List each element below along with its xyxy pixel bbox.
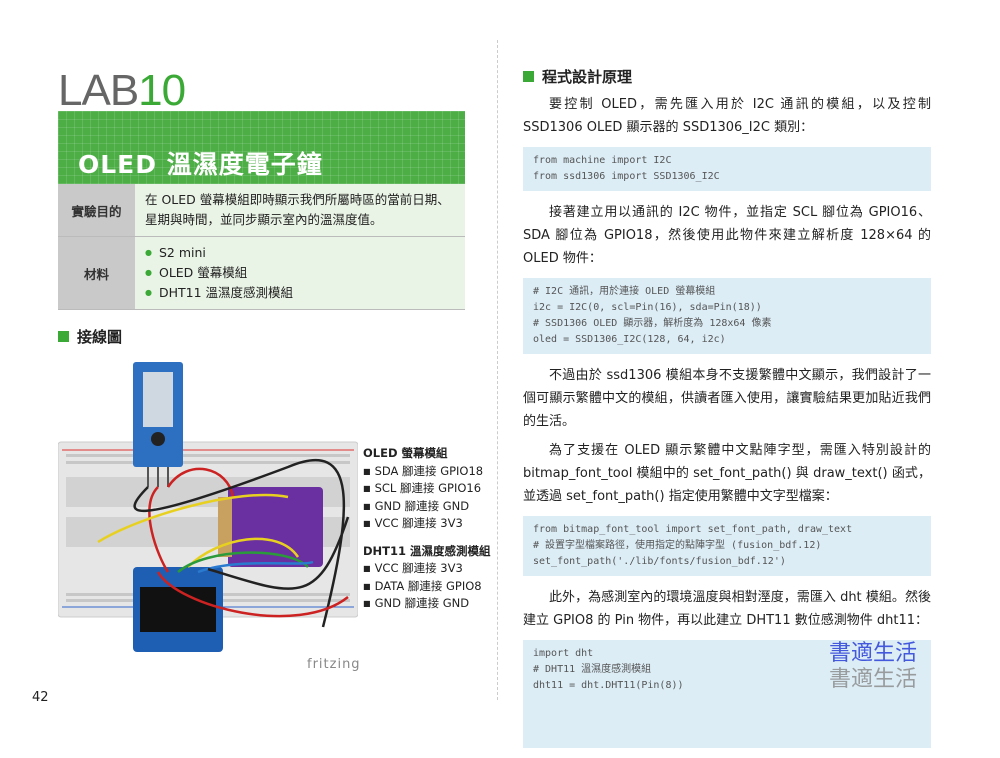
material-item: S2 mini [145, 243, 455, 263]
code-text: import dht # DHT11 溫濕度感測模組 dht11 = dht.D… [533, 648, 684, 691]
code-block: from bitmap_font_tool import set_font_pa… [523, 516, 931, 576]
watermark-gray: 書適生活 [828, 667, 917, 692]
watermark-blue: 書適生活 [828, 641, 917, 666]
code-text: from bitmap_font_tool import set_font_pa… [533, 524, 853, 567]
legend-item: SDA 腳連接 GPIO18 [363, 463, 498, 481]
wiring-section: OLED 螢幕模組 SDA 腳連接 GPIO18 SCL 腳連接 GPIO16 … [58, 357, 498, 687]
title-banner: OLED 溫濕度電子鐘 [58, 111, 465, 184]
lab-info-table: 實驗目的在 OLED 螢幕模組即時顯示我們所屬時區的當前日期、星期與時間，並同步… [58, 184, 465, 310]
fritzing-logo: fritzing [307, 657, 361, 672]
program-heading-text: 程式設計原理 [542, 68, 633, 86]
paragraph: 不過由於 ssd1306 模組本身不支援繁體中文顯示，我們設計了一個可顯示繁體中… [523, 368, 931, 429]
square-bullet-icon [58, 331, 69, 342]
right-column: 程式設計原理 要控制 OLED，需先匯入用於 I2C 通訊的模組，以及控制 SS… [523, 66, 931, 758]
legend-item: DATA 腳連接 GPIO8 [363, 578, 498, 596]
wiring-heading: 接線圖 [58, 326, 498, 347]
code-text: from machine import I2C from ssd1306 imp… [533, 155, 720, 182]
lab-prefix: LAB [58, 66, 139, 115]
square-bullet-icon [523, 71, 534, 82]
material-item: OLED 螢幕模組 [145, 263, 455, 283]
materials-label: 材料 [58, 236, 135, 310]
paragraph: 為了支援在 OLED 顯示繁體中文點陣字型，需匯入特別設計的 bitmap_fo… [523, 443, 931, 504]
code-block: from machine import I2C from ssd1306 imp… [523, 147, 931, 191]
purpose-text: 在 OLED 螢幕模組即時顯示我們所屬時區的當前日期、星期與時間，並同步顯示室內… [135, 184, 465, 237]
legend-oled-title: OLED 螢幕模組 [363, 446, 448, 460]
paragraph: 要控制 OLED，需先匯入用於 I2C 通訊的模組，以及控制 SSD1306 O… [523, 97, 931, 135]
material-item: DHT11 溫濕度感測模組 [145, 283, 455, 303]
page-title: OLED 溫濕度電子鐘 [78, 150, 323, 179]
page-number: 42 [32, 690, 49, 705]
page-divider [497, 40, 498, 700]
legend-dht-title: DHT11 溫濕度感測模組 [363, 543, 491, 558]
code-block: import dht # DHT11 溫濕度感測模組 dht11 = dht.D… [523, 640, 931, 748]
wiring-legend: OLED 螢幕模組 SDA 腳連接 GPIO18 SCL 腳連接 GPIO16 … [363, 445, 498, 613]
paragraph: 接著建立用以通訊的 I2C 物件，並指定 SCL 腳位為 GPIO16、SDA … [523, 205, 931, 266]
legend-item: GND 腳連接 GND [363, 498, 498, 516]
legend-item: VCC 腳連接 3V3 [363, 515, 498, 533]
purpose-label: 實驗目的 [58, 184, 135, 237]
s2-mini-board [228, 487, 323, 567]
lab-number: 10 [138, 66, 186, 115]
wiring-diagram [58, 362, 358, 652]
lab-label: LAB10 [58, 66, 186, 116]
paragraph: 此外，為感測室內的環境溫度與相對溼度，需匯入 dht 模組。然後建立 GPIO8… [523, 590, 931, 628]
wiring-heading-text: 接線圖 [77, 328, 123, 346]
legend-item: GND 腳連接 GND [363, 595, 498, 613]
program-heading: 程式設計原理 [523, 66, 931, 87]
legend-item: SCL 腳連接 GPIO16 [363, 480, 498, 498]
legend-item: VCC 腳連接 3V3 [363, 560, 498, 578]
materials-list: S2 mini OLED 螢幕模組 DHT11 溫濕度感測模組 [145, 243, 455, 303]
code-text: # I2C 通訊，用於連接 OLED 螢幕模組 i2c = I2C(0, scl… [533, 286, 772, 345]
left-column: 實驗目的在 OLED 螢幕模組即時顯示我們所屬時區的當前日期、星期與時間，並同步… [58, 184, 498, 687]
code-block: # I2C 通訊，用於連接 OLED 螢幕模組 i2c = I2C(0, scl… [523, 278, 931, 354]
